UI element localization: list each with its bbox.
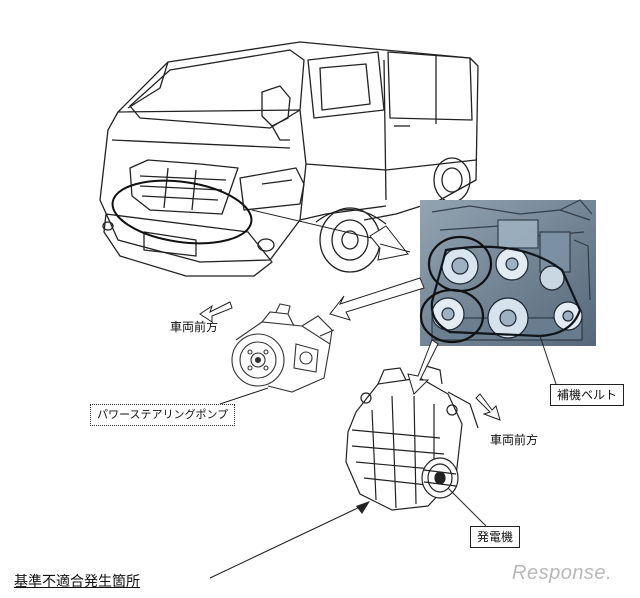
accessory-belt-label: 補機ベルト xyxy=(550,384,625,406)
power-steering-pump-label: パワーステアリングポンプ xyxy=(90,404,236,426)
arrow-engine-to-alternator xyxy=(407,339,439,395)
defect-location-caption: 基準不適合発生箇所 xyxy=(14,574,140,590)
vehicle-front-label-lower: 車両前方 xyxy=(490,433,539,447)
engine-bay-image xyxy=(420,199,596,346)
van-illustration xyxy=(99,41,479,277)
leader-lines xyxy=(219,335,557,527)
vehicle-front-label-upper: 車両前方 xyxy=(170,320,219,334)
accessory-belt-line xyxy=(430,245,582,338)
direction-arrow-icon-lower xyxy=(475,393,501,421)
arrow-van-to-engine xyxy=(369,225,409,261)
alternator-illustration xyxy=(345,365,479,511)
defect-pointer-arrow xyxy=(209,501,370,579)
connector-arrows xyxy=(251,209,439,395)
pump-illustration xyxy=(231,303,335,393)
arrow-engine-to-pump xyxy=(329,277,425,321)
alternator-highlight-circle xyxy=(419,288,485,344)
response-watermark: Response. xyxy=(512,562,613,584)
alternator-label: 発電機 xyxy=(470,526,521,548)
direction-arrow-icon-upper xyxy=(199,301,233,323)
grille-highlight-circle xyxy=(111,179,253,245)
